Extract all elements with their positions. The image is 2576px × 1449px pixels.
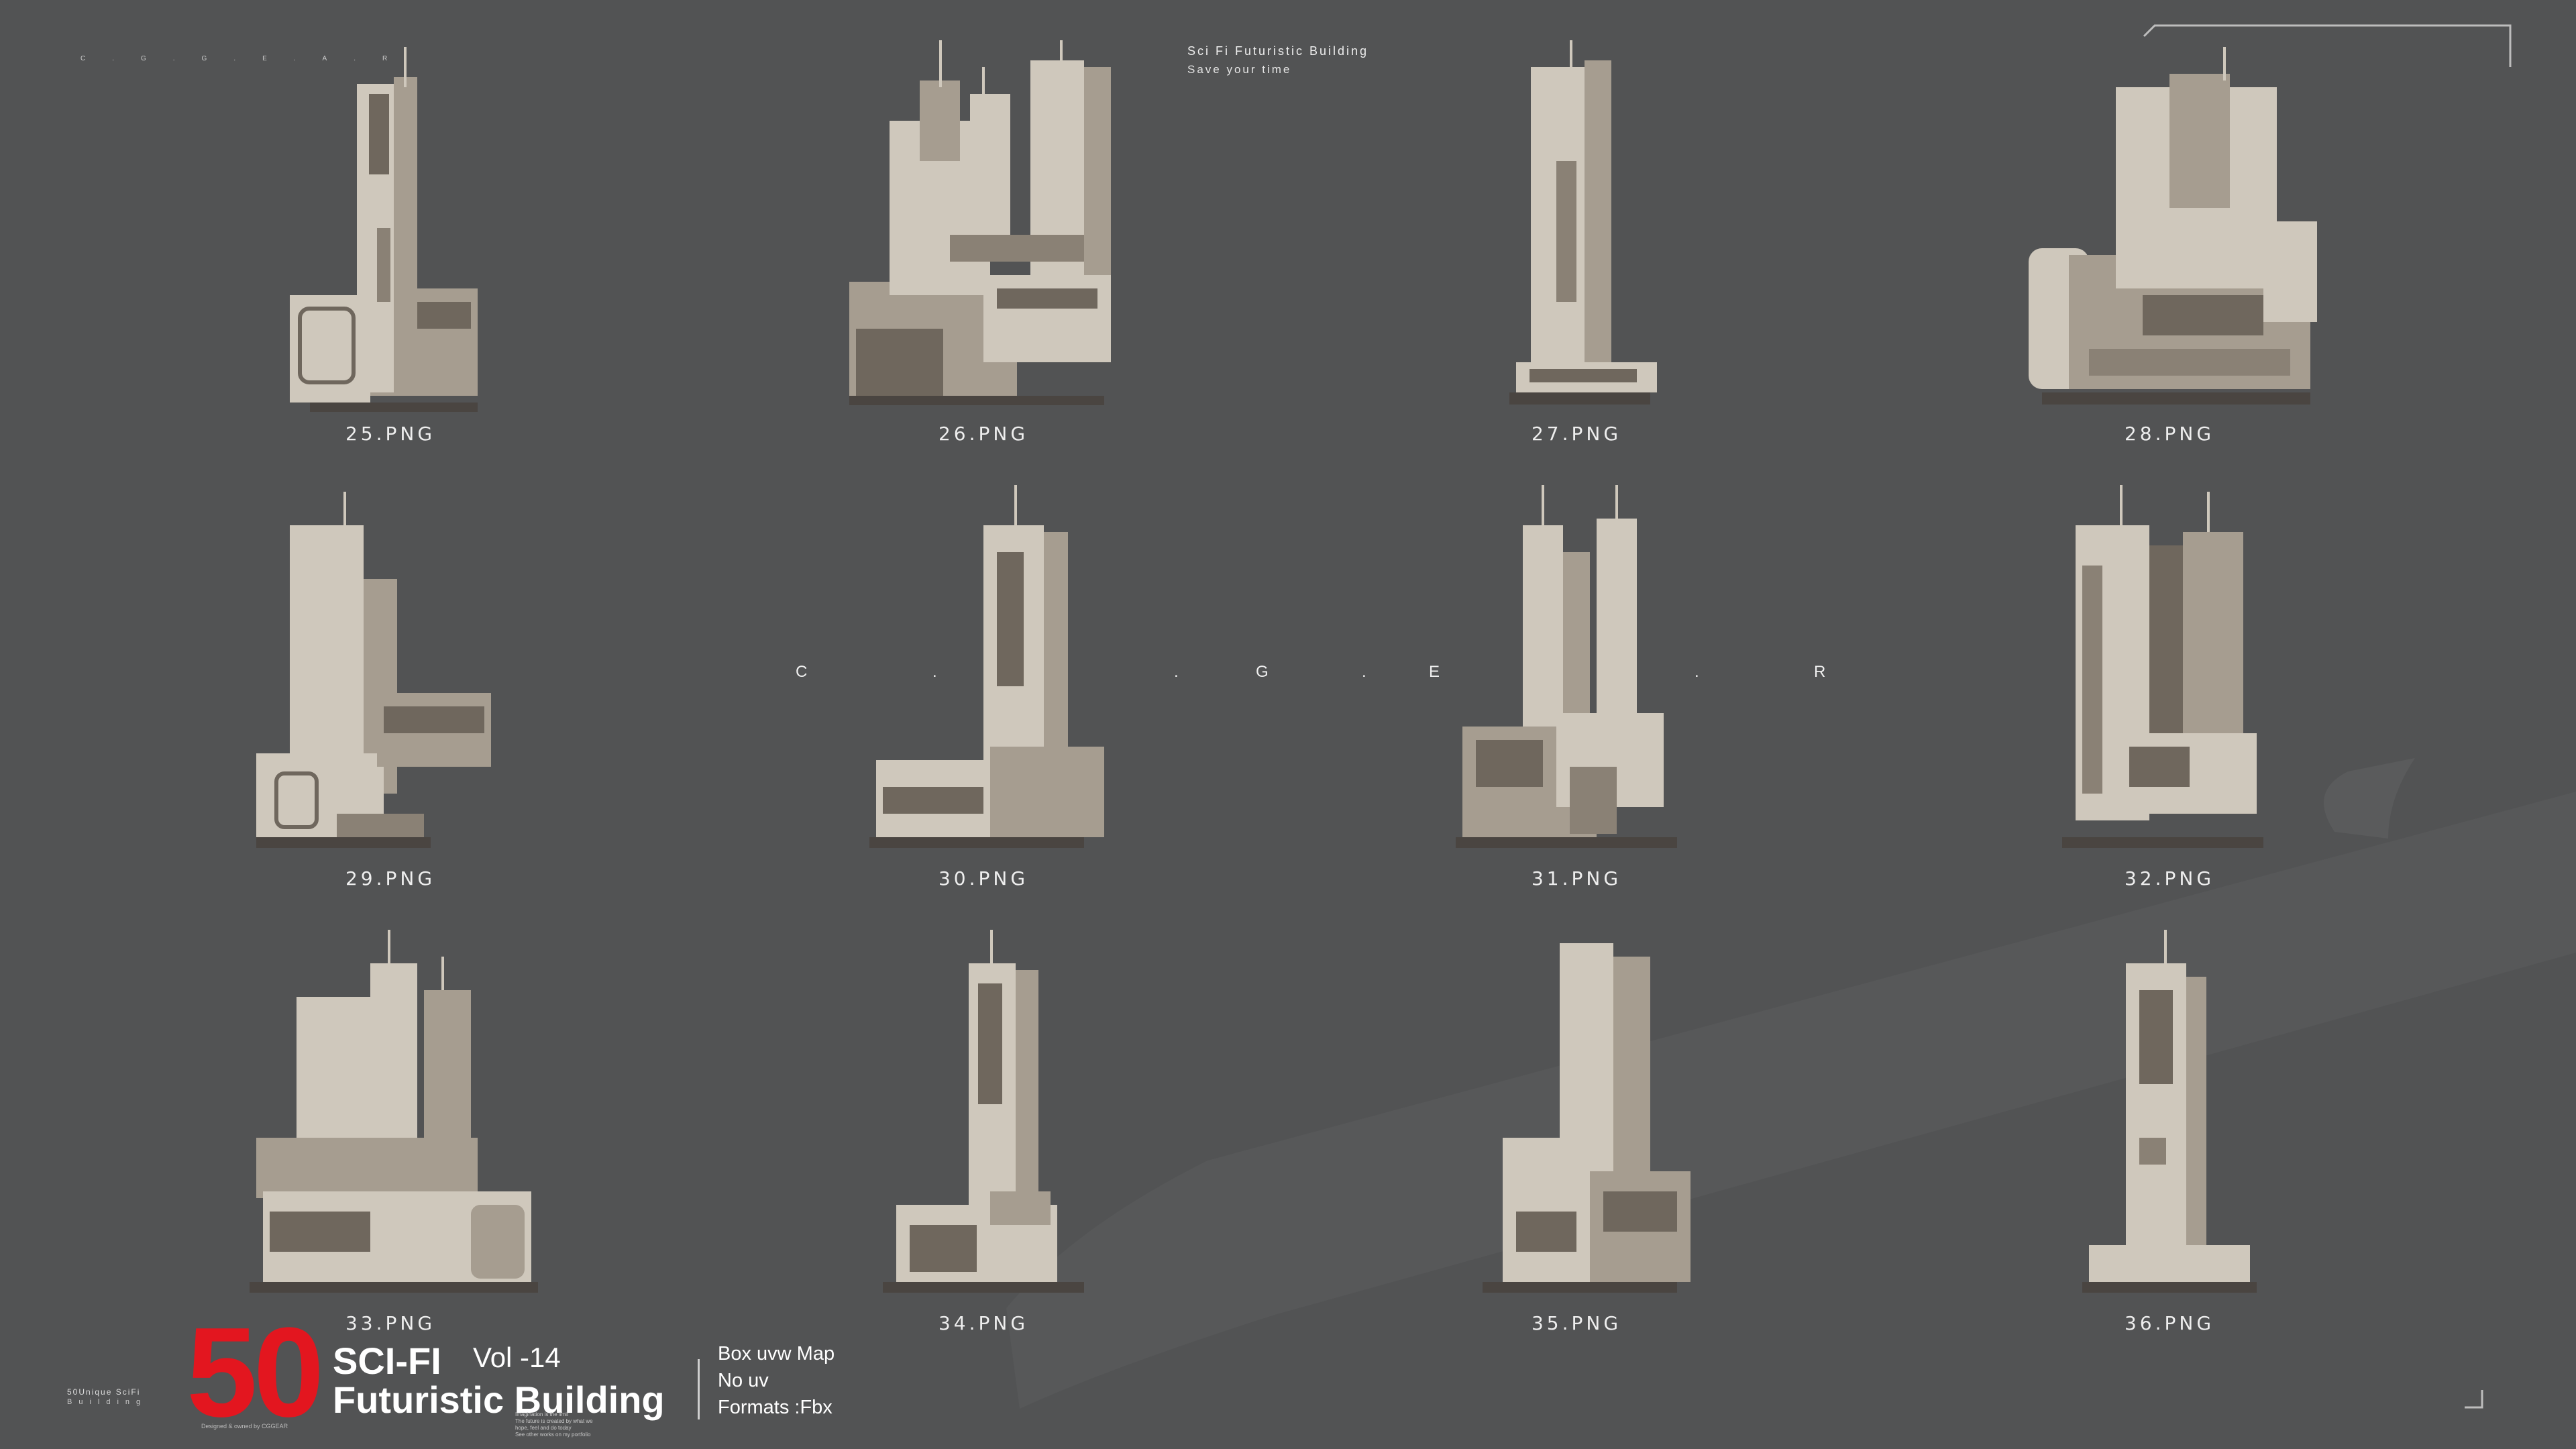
center-letter: . — [1695, 663, 1699, 681]
building-render — [2029, 47, 2317, 405]
divider — [698, 1359, 700, 1419]
building-card[interactable]: 32.PNG — [1968, 472, 2371, 890]
item-caption: 26.PNG — [938, 423, 1029, 445]
spec-line: Box uvw Map — [718, 1343, 835, 1364]
item-caption: 29.PNG — [345, 867, 436, 890]
product-title-line1: SCI-FI — [333, 1340, 441, 1382]
designed-by: Designed & owned by CGGEAR — [201, 1423, 288, 1430]
tiny-note: The future is created by what we — [515, 1418, 593, 1424]
building-card[interactable]: 36.PNG — [1968, 916, 2371, 1334]
header-subtitle: Save your time — [1187, 63, 1292, 76]
header-title: Sci Fi Futuristic Building — [1187, 44, 1369, 58]
building-card[interactable]: 27.PNG — [1375, 27, 1778, 445]
center-letter: . — [1174, 663, 1179, 681]
building-card[interactable]: 25.PNG — [189, 27, 592, 445]
building-render — [869, 485, 1104, 848]
frame-corner-bottom-right — [2465, 1390, 2483, 1409]
center-letter: E — [1429, 663, 1440, 681]
item-caption: 27.PNG — [1531, 423, 1622, 445]
building-render — [290, 47, 478, 412]
item-caption: 33.PNG — [345, 1312, 436, 1334]
spec-line: No uv — [718, 1370, 769, 1391]
frame-corner-top-right — [2143, 24, 2512, 67]
building-card[interactable]: 29.PNG — [189, 472, 592, 890]
spec-line: Formats :Fbx — [718, 1397, 833, 1418]
volume-label: Vol -14 — [473, 1342, 561, 1373]
building-card[interactable]: 28.PNG — [1968, 27, 2371, 445]
product-title-line2: Futuristic Building — [333, 1379, 665, 1421]
item-caption: 25.PNG — [345, 423, 436, 445]
building-render — [1509, 40, 1657, 405]
center-letter: C — [796, 663, 808, 681]
center-letter: . — [932, 663, 937, 681]
item-caption: 36.PNG — [2124, 1312, 2215, 1334]
center-letter: G — [1256, 663, 1269, 681]
building-render — [256, 492, 491, 848]
building-card[interactable]: 30.PNG — [782, 472, 1185, 890]
item-caption: 34.PNG — [938, 1312, 1029, 1334]
building-render — [1483, 943, 1690, 1293]
building-card[interactable]: 26.PNG — [782, 27, 1185, 445]
building-card[interactable]: 35.PNG — [1375, 916, 1778, 1334]
building-render — [2082, 930, 2257, 1293]
building-render — [849, 40, 1111, 405]
item-caption: 30.PNG — [938, 867, 1029, 890]
building-render — [883, 930, 1084, 1293]
item-caption: 28.PNG — [2124, 423, 2215, 445]
tiny-note: Imagination is the limit — [515, 1411, 569, 1417]
top-left-brand: C.G.G.E.A.R — [80, 55, 415, 62]
bottom-left-subtag: Building — [67, 1398, 148, 1406]
building-render — [1456, 485, 1677, 848]
building-card[interactable]: 34.PNG — [782, 916, 1185, 1334]
building-card[interactable]: 31.PNG — [1375, 472, 1778, 890]
tiny-note: See other works on my portfolio — [515, 1432, 591, 1438]
tiny-note: hope, feel and do today — [515, 1425, 572, 1431]
building-render — [2062, 485, 2263, 848]
building-card[interactable]: 33.PNG — [189, 916, 592, 1334]
center-letter: . — [1362, 663, 1366, 681]
item-caption: 32.PNG — [2124, 867, 2215, 890]
item-caption: 31.PNG — [1531, 867, 1622, 890]
building-render — [250, 930, 538, 1293]
bottom-left-tagline: 50Unique SciFi — [67, 1387, 141, 1397]
item-caption: 35.PNG — [1531, 1312, 1622, 1334]
product-count: 50 — [186, 1301, 324, 1444]
center-letter: R — [1814, 663, 1826, 681]
